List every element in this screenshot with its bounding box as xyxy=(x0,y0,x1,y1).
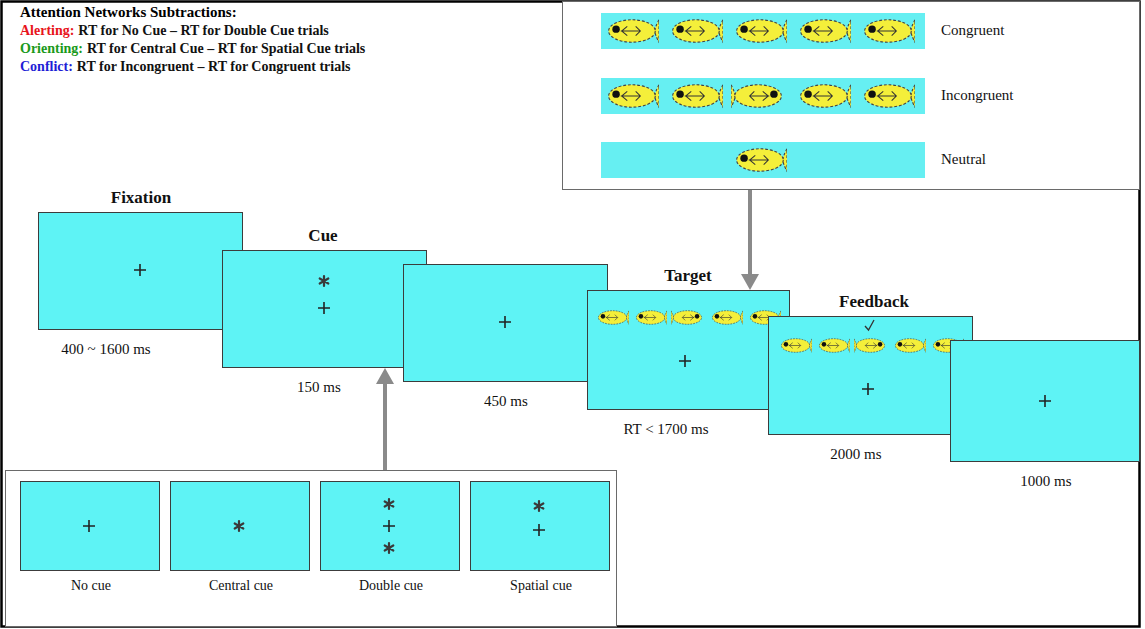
fish-icon xyxy=(609,20,659,42)
screen-illustration xyxy=(769,317,972,434)
cue-label: Double cue xyxy=(359,578,423,594)
fixation-cross xyxy=(383,520,395,532)
trial-screen: Feedback2000 ms xyxy=(768,316,973,435)
cue-illustration xyxy=(171,482,309,570)
cue-screen: Double cue xyxy=(320,481,460,571)
screen-heading: Target xyxy=(664,266,712,286)
fish-icon xyxy=(712,311,743,325)
cue-asterisk xyxy=(235,521,244,531)
trial-screen: 1000 ms xyxy=(950,340,1140,462)
screen-heading: Feedback xyxy=(839,292,909,312)
screen-illustration xyxy=(404,265,607,381)
note-line: Alerting: RT for No Cue – RT for Double C… xyxy=(20,21,369,39)
fixation-cross xyxy=(862,383,874,395)
fish-icon xyxy=(895,339,926,353)
note-line: Attention Networks Subtractions: xyxy=(20,3,369,21)
fixation-cross xyxy=(499,316,511,328)
cue-asterisk xyxy=(385,543,394,553)
fish-icon xyxy=(636,311,667,325)
fish-icon xyxy=(819,339,850,353)
cue-illustration xyxy=(321,482,459,570)
duration-label: 1000 ms xyxy=(1020,473,1071,490)
cue-screen: No cue xyxy=(20,481,160,571)
fish-icon xyxy=(671,311,702,325)
screen-heading: Cue xyxy=(308,226,337,246)
trial-screen: TargetRT < 1700 ms xyxy=(587,290,790,410)
cue-asterisk xyxy=(385,499,394,509)
fish-icon xyxy=(801,85,851,107)
fixation-cross xyxy=(679,355,691,367)
condition-label: Neutral xyxy=(941,151,986,168)
fixation-cross xyxy=(533,524,545,536)
cue-asterisk xyxy=(535,501,544,511)
cue-panel: No cue Central cue Double cue Spatial cu… xyxy=(5,470,617,627)
subtraction-text: Orienting: xyxy=(20,41,83,56)
feedback-check xyxy=(865,320,874,330)
subtraction-text: Conflict: xyxy=(20,59,73,74)
fixation-cross xyxy=(83,520,95,532)
cue-illustration xyxy=(471,482,609,570)
screen-illustration xyxy=(951,341,1139,461)
fish-icon xyxy=(731,85,781,107)
cue-label: Central cue xyxy=(209,578,273,594)
fish-icon xyxy=(673,20,723,42)
screen-heading: Fixation xyxy=(111,188,171,208)
stimulus-illustration xyxy=(563,2,1139,189)
fish-icon xyxy=(609,85,659,107)
condition-label: Congruent xyxy=(941,22,1004,39)
subtraction-text: RT for Incongruent – RT for Congruent tr… xyxy=(77,59,351,74)
note-line: Conflict: RT for Incongruent – RT for Con… xyxy=(20,57,369,75)
fish-icon xyxy=(865,85,915,107)
trial-screen: Fixation400 ~ 1600 ms xyxy=(38,212,243,330)
stimulus-band xyxy=(601,78,925,114)
condition-label: Incongruent xyxy=(941,87,1013,104)
cue-screen: Central cue xyxy=(170,481,310,571)
subtraction-text: RT for No Cue – RT for Double Cue trials xyxy=(78,23,328,38)
note-line: Orienting: RT for Central Cue – RT for Sp… xyxy=(20,39,369,57)
fish-icon xyxy=(781,339,812,353)
cue-asterisk xyxy=(320,276,329,286)
subtraction-text: Alerting: xyxy=(20,23,74,38)
fish-icon xyxy=(854,339,885,353)
stimulus-band xyxy=(601,142,925,178)
duration-label: 450 ms xyxy=(484,393,528,410)
subtraction-notes: Attention Networks Subtractions:Alerting… xyxy=(20,3,369,75)
cue-screen: Spatial cue xyxy=(470,481,610,571)
fish-icon xyxy=(673,85,723,107)
fish-icon xyxy=(598,311,629,325)
stimulus-band xyxy=(601,13,925,49)
fish-icon xyxy=(737,149,787,171)
cue-illustration xyxy=(21,482,159,570)
fish-icon xyxy=(737,20,787,42)
fixation-cross xyxy=(1039,395,1051,407)
flow-arrow xyxy=(748,190,752,280)
stimulus-panel: CongruentIncongruentNeutral xyxy=(562,1,1140,190)
notes-heading: Attention Networks Subtractions: xyxy=(20,4,237,20)
flow-arrow xyxy=(383,378,387,470)
cue-label: Spatial cue xyxy=(510,578,572,594)
fixation-cross xyxy=(134,264,146,276)
fish-icon xyxy=(801,20,851,42)
trial-screen: 450 ms xyxy=(403,264,608,382)
cue-label: No cue xyxy=(71,578,111,594)
screen-illustration xyxy=(39,213,242,329)
screen-illustration xyxy=(588,291,789,409)
duration-label: RT < 1700 ms xyxy=(623,421,708,438)
duration-label: 400 ~ 1600 ms xyxy=(61,341,150,358)
duration-label: 2000 ms xyxy=(830,446,881,463)
trial-screen: Cue150 ms xyxy=(222,250,427,368)
subtraction-text: RT for Central Cue – RT for Spatial Cue … xyxy=(87,41,365,56)
duration-label: 150 ms xyxy=(297,379,341,396)
screen-illustration xyxy=(223,251,426,367)
fish-icon xyxy=(865,20,915,42)
fixation-cross xyxy=(318,302,330,314)
